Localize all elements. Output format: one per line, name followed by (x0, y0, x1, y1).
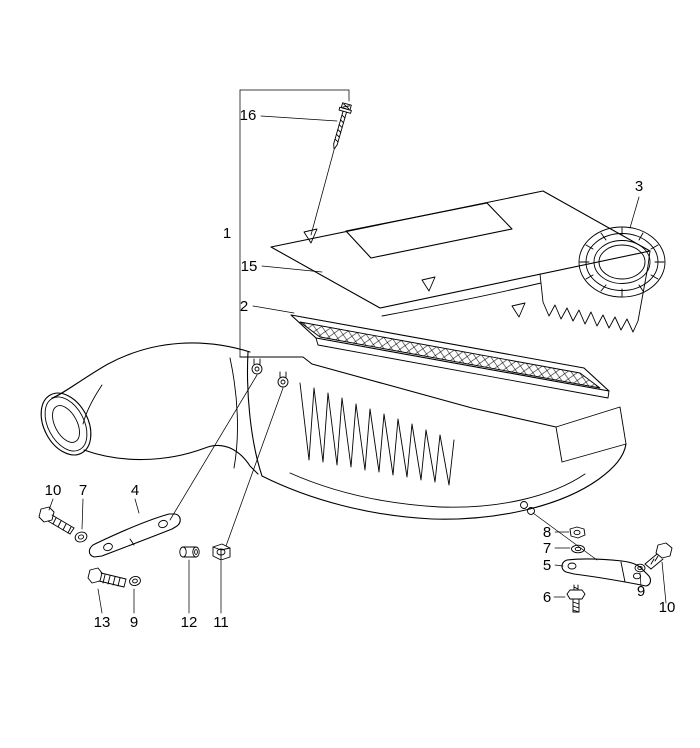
bracket-5 (561, 558, 651, 587)
callout-16: 16 (240, 107, 257, 124)
callout-1: 1 (223, 225, 231, 242)
filter-element-2 (290, 314, 610, 399)
connector-hose-3 (578, 226, 666, 298)
nut-8 (569, 526, 586, 539)
callout-3: 3 (635, 178, 643, 195)
rear-mounting-nub (520, 501, 535, 515)
callout-7-left: 7 (79, 482, 87, 499)
callout-6: 6 (543, 589, 551, 606)
callout-bracket-lines (239, 89, 640, 358)
air-cleaner-cover (270, 190, 651, 333)
callout-10-left: 10 (45, 482, 62, 499)
bolt-10-left (38, 506, 75, 535)
washer-9-left (129, 575, 141, 587)
bolt-10-right (644, 542, 673, 570)
leader-lines (169, 374, 598, 561)
spacer-12 (179, 546, 200, 558)
callout-15: 15 (241, 258, 258, 275)
washer-7-right (571, 544, 585, 554)
callout-7-right: 7 (543, 540, 551, 557)
callout-4: 4 (131, 482, 139, 499)
callout-9-right: 9 (637, 583, 645, 600)
callout-10-right: 10 (659, 599, 676, 616)
stud-6 (566, 584, 586, 613)
callout-5: 5 (543, 557, 551, 574)
nut-11 (212, 543, 231, 561)
bolt-13 (87, 567, 127, 588)
callout-9-left: 9 (130, 614, 138, 631)
label-leaders (48, 498, 667, 614)
lower-housing (239, 351, 627, 520)
callout-8: 8 (543, 524, 551, 541)
screw-16 (333, 102, 352, 150)
callout-12: 12 (181, 614, 198, 631)
callout-2: 2 (240, 298, 248, 315)
mounting-bosses (251, 358, 289, 388)
callout-11: 11 (213, 614, 229, 631)
bracket-4 (88, 513, 181, 558)
intake-duct (40, 342, 259, 475)
washer-9-right (634, 563, 646, 573)
washer-7-left (74, 531, 88, 543)
callout-13: 13 (94, 614, 111, 631)
